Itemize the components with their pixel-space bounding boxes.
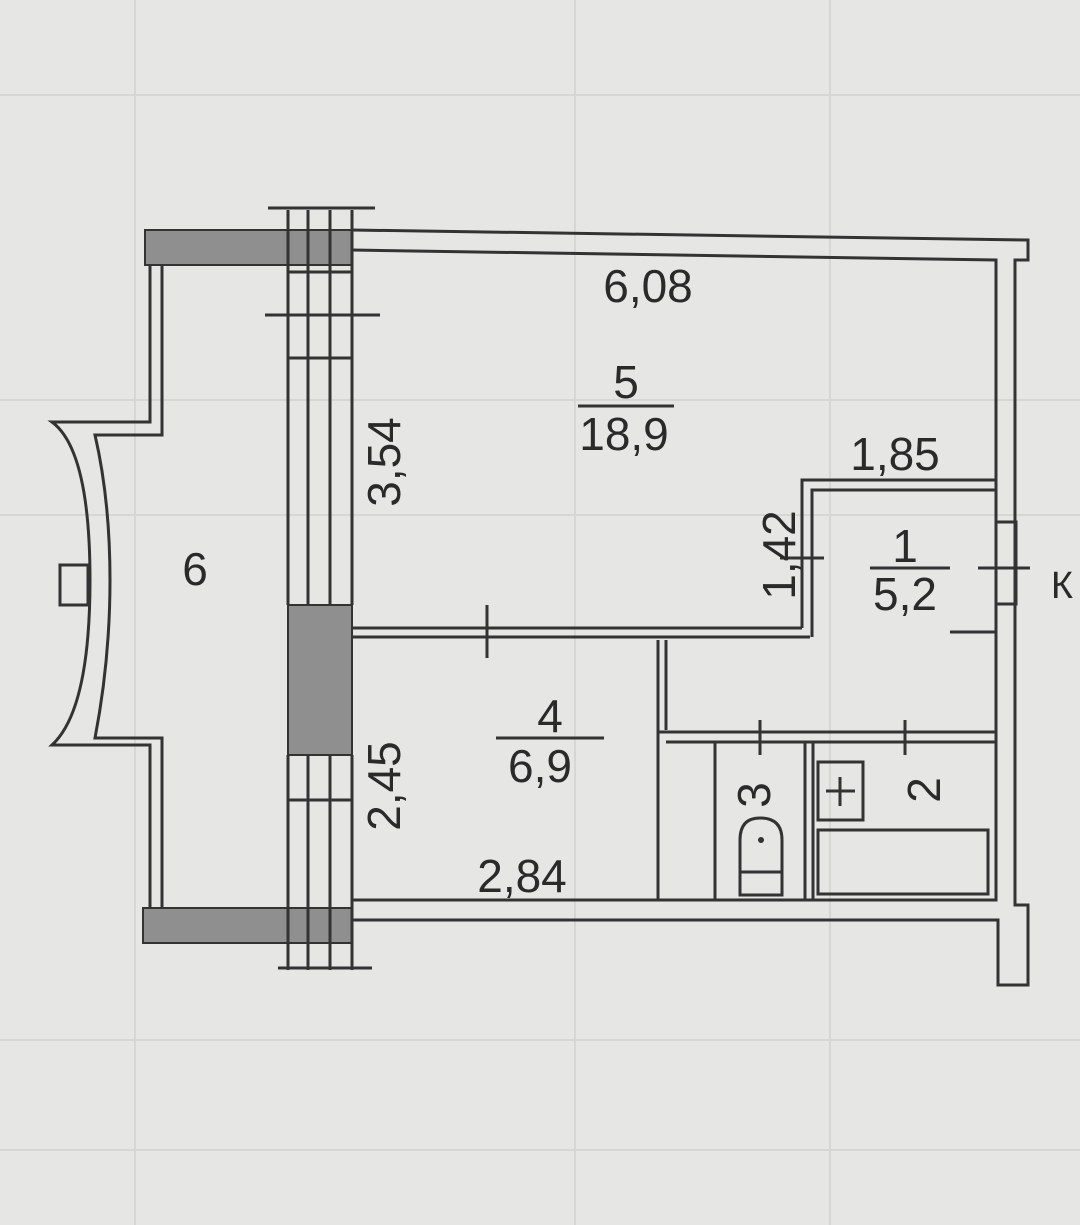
dimension-living-width: 6,08 [603,260,693,312]
room-4-number: 4 [537,690,563,742]
room-6-number: 6 [182,543,208,595]
interior-partitions [352,478,1030,900]
window-wall-blocks [142,229,353,944]
entrance-mark: К [1051,565,1073,607]
room-5-area: 18,9 [579,408,669,460]
dimension-kitchen-width: 2,84 [477,850,567,902]
sink-fixture [738,816,784,897]
bathtub [816,828,990,896]
room-3-number: 3 [728,782,780,808]
window-frame-upper [265,206,380,605]
room-5-number: 5 [613,356,639,408]
loggia-outline [47,265,164,908]
toilet-fixture [816,760,865,822]
dimension-living-depth: 3,54 [358,417,410,507]
dimension-entry-width: 1,85 [850,428,940,480]
room-2-number: 2 [898,777,950,803]
room-1-number: 1 [892,520,918,572]
room-1-area: 5,2 [873,568,937,620]
dimension-entry-depth: 1,42 [753,510,805,600]
dimension-kitchen-depth: 2,45 [358,741,410,831]
room-4-area: 6,9 [508,740,572,792]
window-frame-lower [278,755,372,970]
